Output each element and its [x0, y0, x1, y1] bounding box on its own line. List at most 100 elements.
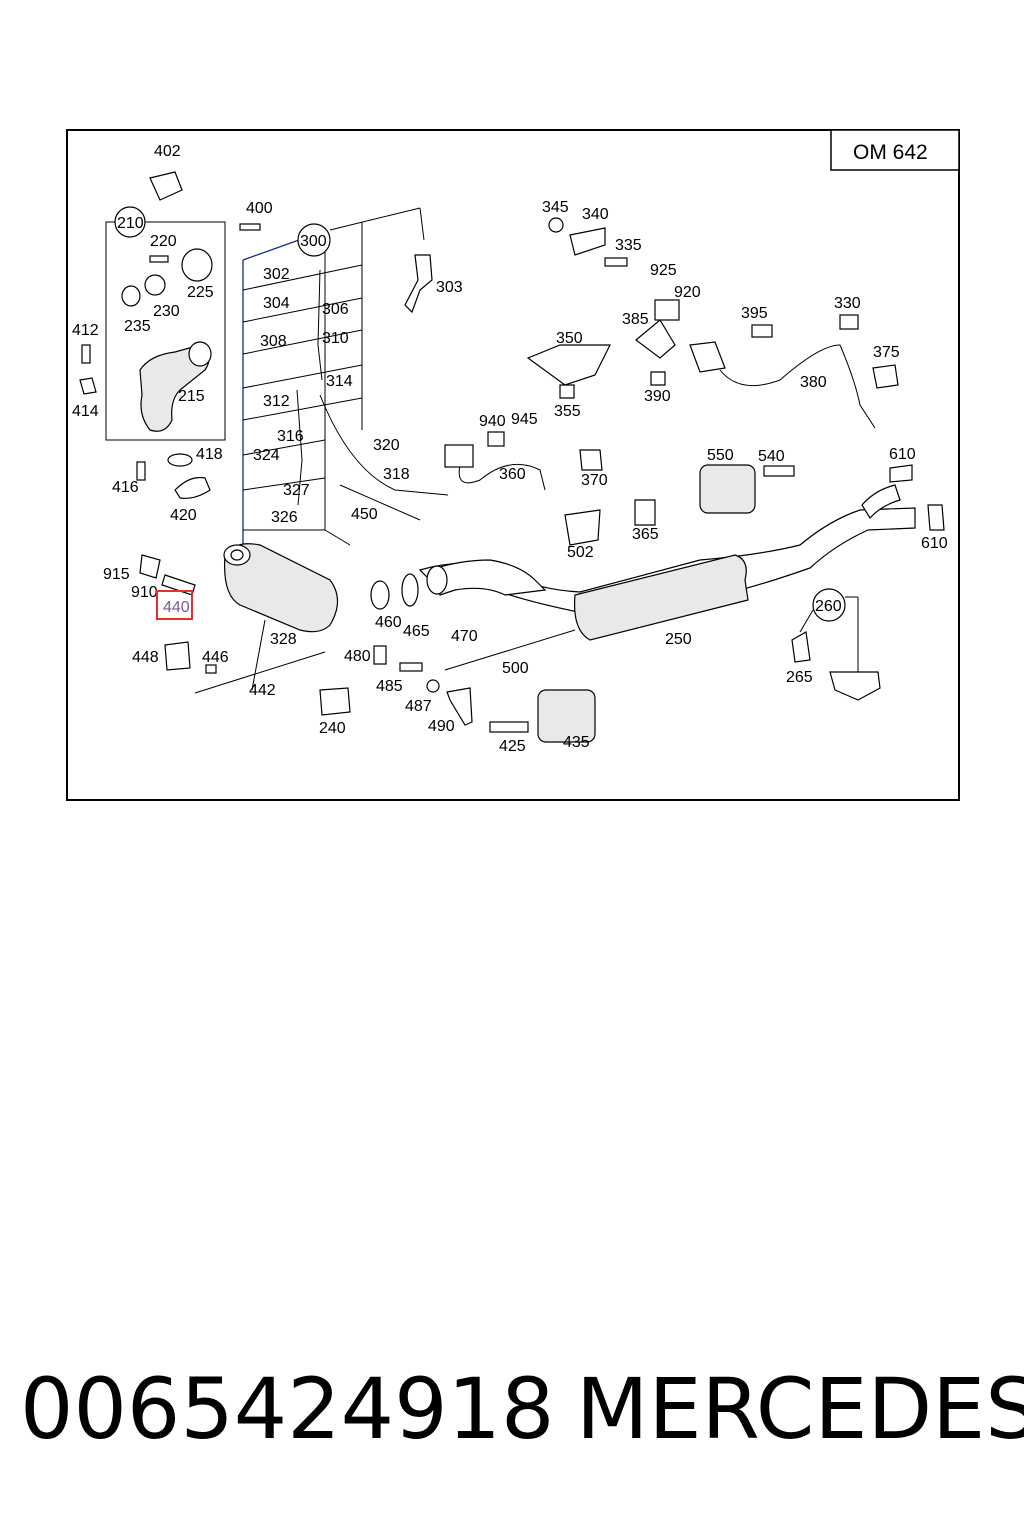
- bolt-400: [239, 223, 261, 231]
- sensor-mount-395: [689, 341, 726, 373]
- clamp-340: [569, 227, 606, 256]
- line-312: [296, 389, 303, 506]
- callout-260: [812, 588, 846, 622]
- callout-260-label: 260: [815, 598, 842, 615]
- part-label: 316: [277, 428, 304, 445]
- caption: 0065424918 MERCEDES: [0, 1360, 1024, 1480]
- part-label: 304: [263, 295, 290, 312]
- gasket-215: [188, 341, 212, 367]
- part-label: 318: [383, 466, 410, 483]
- flange-225: [181, 248, 213, 282]
- highlighted-part-label: 440: [163, 599, 190, 616]
- bracket-480: [373, 645, 387, 665]
- bracket-265: [791, 631, 811, 663]
- part-label: 306: [322, 301, 349, 318]
- nut-390: [650, 371, 666, 386]
- sensor-448: [164, 641, 191, 671]
- rear-muffler: [573, 554, 749, 641]
- line-318: [319, 394, 449, 496]
- bracket-370: [579, 449, 603, 471]
- part-label: 312: [263, 393, 290, 410]
- part-label: 385: [622, 311, 649, 328]
- callout-210: [114, 206, 146, 238]
- part-label: 442: [249, 682, 276, 699]
- sensor-303: [404, 254, 433, 314]
- ring-230: [144, 274, 166, 296]
- part-label: 355: [554, 403, 581, 420]
- part-label: 435: [563, 734, 590, 751]
- part-labels: 402 400 220 225 230 235 412 414 215 418 …: [72, 143, 948, 755]
- part-label: 910: [131, 584, 158, 601]
- clamp-610b: [927, 504, 945, 531]
- callout-210-label: 210: [117, 215, 144, 232]
- tree-300: [242, 207, 425, 546]
- part-label: 487: [405, 698, 432, 715]
- clip-375: [872, 364, 899, 389]
- bracket-385: [635, 319, 676, 359]
- part-label: 940: [479, 413, 506, 430]
- part-label: 303: [436, 279, 463, 296]
- engine-label: OM 642: [853, 141, 928, 164]
- part-label: 465: [403, 623, 430, 640]
- part-label: 412: [72, 322, 99, 339]
- part-label: 375: [873, 344, 900, 361]
- cable-360: [458, 463, 546, 491]
- bracket-414: [79, 377, 97, 395]
- module-940: [444, 444, 474, 468]
- part-label: 610: [889, 446, 916, 463]
- bolt-335: [604, 257, 628, 267]
- highlight-box-440: [156, 590, 193, 620]
- part-label: 360: [499, 466, 526, 483]
- cable-380: [719, 344, 876, 429]
- part-label: 335: [615, 237, 642, 254]
- exhaust-parts-diagram: OM 642 210 300 260: [66, 129, 960, 801]
- part-label: 328: [270, 631, 297, 648]
- pipe-inlet: [426, 565, 448, 595]
- part-label: 550: [707, 447, 734, 464]
- callout-300: [297, 223, 331, 257]
- part-label: 314: [326, 373, 353, 390]
- flange-460: [370, 580, 390, 610]
- front-pipe: [429, 559, 547, 596]
- line-316: [317, 269, 323, 381]
- part-label: 324: [253, 447, 280, 464]
- part-label: 345: [542, 199, 569, 216]
- part-label: 915: [103, 566, 130, 583]
- part-label: 330: [834, 295, 861, 312]
- damper-550: [699, 464, 756, 514]
- engine-label-box: [830, 129, 960, 171]
- part-label: 340: [582, 206, 609, 223]
- nut-345: [548, 217, 564, 233]
- clip-945: [487, 431, 505, 447]
- flange-465: [401, 573, 419, 607]
- part-label: 500: [502, 660, 529, 677]
- line-442: [194, 651, 326, 694]
- part-label: 416: [112, 479, 139, 496]
- part-label: 402: [154, 143, 181, 160]
- part-label: 308: [260, 333, 287, 350]
- diagram-frame: [66, 129, 960, 801]
- line-450: [339, 484, 421, 521]
- part-label: 310: [322, 330, 349, 347]
- part-label: 470: [451, 628, 478, 645]
- sensor-910: [139, 554, 161, 579]
- module-920: [654, 299, 680, 321]
- bracket-490: [446, 687, 473, 726]
- part-label: 327: [283, 482, 310, 499]
- part-label: 220: [150, 233, 177, 250]
- part-label: 230: [153, 303, 180, 320]
- gasket-402: [149, 171, 183, 201]
- part-label: 540: [758, 448, 785, 465]
- part-label: 418: [196, 446, 223, 463]
- part-label: 945: [511, 411, 538, 428]
- clamp-610a: [889, 464, 913, 483]
- bolt-412: [81, 344, 91, 364]
- part-label: 490: [428, 718, 455, 735]
- part-label: 350: [556, 330, 583, 347]
- brand-name: MERCEDES: [576, 1360, 1024, 1458]
- bolt-446: [205, 664, 217, 674]
- part-label: 610: [921, 535, 948, 552]
- sensor-395: [751, 324, 773, 338]
- part-label: 414: [72, 403, 99, 420]
- ring-418: [167, 453, 193, 467]
